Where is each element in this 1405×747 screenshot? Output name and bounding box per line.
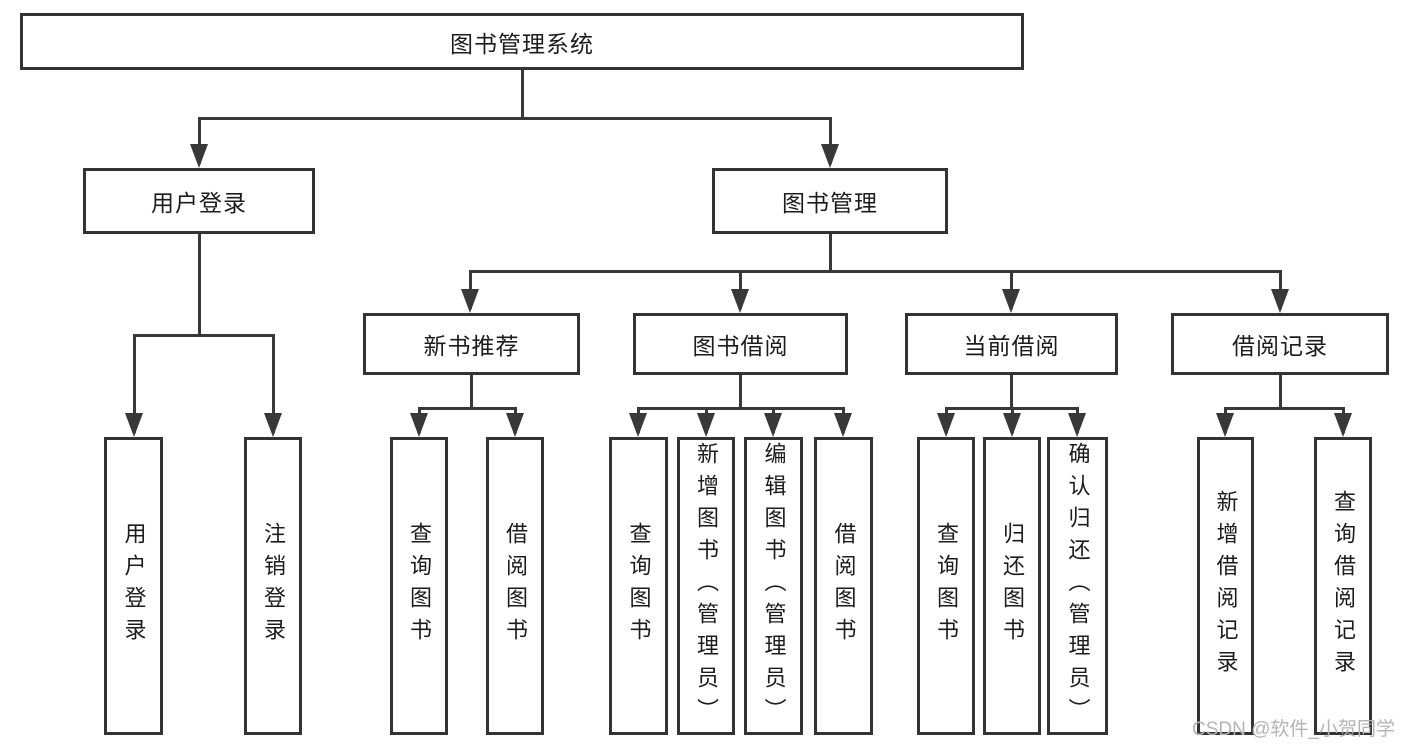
- arrowhead-icon: [697, 413, 715, 437]
- arrowhead-icon: [461, 289, 479, 313]
- connector-stem: [1278, 375, 1282, 408]
- connector-rail: [417, 406, 517, 410]
- arrowhead-icon: [821, 144, 839, 168]
- connector-stem: [469, 375, 473, 408]
- leaf-label: 查询借阅记录: [1331, 490, 1356, 682]
- node-borrowing-records: 借阅记录: [1171, 313, 1389, 375]
- leaf-label: 确认归还（管理员）: [1065, 442, 1091, 730]
- arrowhead-icon: [937, 413, 955, 437]
- leaf-label: 查询图书: [407, 522, 432, 650]
- node-label: 用户登录: [151, 190, 247, 216]
- leaf-query-books: 查询图书: [390, 437, 448, 735]
- connector-rail: [1223, 406, 1345, 410]
- connector-stem: [738, 375, 742, 408]
- connector-drop: [271, 335, 275, 433]
- arrowhead-icon: [1216, 413, 1234, 437]
- connector-stem: [828, 234, 832, 271]
- connector-drop: [132, 335, 136, 433]
- node-library-management-system: 图书管理系统: [20, 13, 1024, 70]
- node-book-borrowing: 图书借阅: [633, 313, 848, 375]
- connector-rail: [132, 333, 275, 337]
- node-label: 借阅记录: [1232, 333, 1328, 359]
- leaf-label: 借阅图书: [503, 522, 528, 650]
- node-label: 图书借阅: [692, 333, 789, 359]
- arrowhead-icon: [1068, 413, 1086, 437]
- node-label: 当前借阅: [963, 333, 1060, 359]
- connector-stem: [197, 234, 201, 335]
- leaf-label: 归还图书: [1000, 522, 1025, 650]
- arrowhead-icon: [731, 289, 749, 313]
- node-new-book-recommendation: 新书推荐: [363, 313, 580, 375]
- leaf-logout: 注销登录: [244, 437, 302, 735]
- leaf-return-books: 归还图书: [983, 437, 1041, 735]
- node-label: 新书推荐: [423, 333, 520, 359]
- node-label: 图书管理: [782, 190, 878, 216]
- node-label: 图书管理系统: [450, 30, 594, 57]
- arrowhead-icon: [190, 144, 208, 168]
- leaf-add-books-admin: 新增图书（管理员）: [677, 437, 735, 735]
- arrowhead-icon: [264, 413, 282, 437]
- arrowhead-icon: [1271, 289, 1289, 313]
- leaf-confirm-return-admin: 确认归还（管理员）: [1047, 437, 1108, 735]
- arrowhead-icon: [410, 413, 428, 437]
- leaf-add-borrow-record: 新增借阅记录: [1197, 437, 1254, 735]
- connector-stem: [1009, 375, 1013, 408]
- watermark-text: CSDN @软件_小贺同学: [1192, 719, 1395, 740]
- leaf-label: 新增图书（管理员）: [694, 442, 719, 730]
- arrowhead-icon: [1002, 289, 1020, 313]
- leaf-label: 查询图书: [626, 522, 652, 650]
- connector-drop: [197, 118, 201, 164]
- leaf-borrow-books: 借阅图书: [814, 437, 873, 735]
- node-current-borrowing: 当前借阅: [905, 313, 1118, 375]
- leaf-label: 查询图书: [934, 522, 959, 650]
- arrowhead-icon: [1003, 413, 1021, 437]
- node-book-management: 图书管理: [712, 168, 948, 234]
- connector-drop: [828, 118, 832, 164]
- leaf-label: 注销登录: [261, 522, 286, 650]
- leaf-label: 编辑图书（管理员）: [761, 442, 787, 730]
- arrowhead-icon: [506, 413, 524, 437]
- arrowhead-icon: [764, 413, 782, 437]
- arrowhead-icon: [629, 413, 647, 437]
- leaf-edit-books-admin: 编辑图书（管理员）: [744, 437, 803, 735]
- leaf-user-login: 用户登录: [104, 437, 163, 735]
- arrowhead-icon: [834, 413, 852, 437]
- leaf-label: 借阅图书: [831, 522, 857, 650]
- arrowhead-icon: [125, 413, 143, 437]
- connector-rail: [468, 269, 1282, 273]
- connector-rail: [197, 116, 832, 120]
- connector-rail: [636, 406, 845, 410]
- leaf-query-books: 查询图书: [609, 437, 668, 735]
- leaf-label: 新增借阅记录: [1213, 490, 1239, 682]
- connector-stem: [520, 70, 524, 118]
- leaf-label: 用户登录: [121, 522, 147, 650]
- node-user-login: 用户登录: [83, 168, 315, 234]
- leaf-borrow-books: 借阅图书: [486, 437, 544, 735]
- leaf-query-books: 查询图书: [917, 437, 975, 735]
- arrowhead-icon: [1334, 413, 1352, 437]
- leaf-query-borrow-record: 查询借阅记录: [1314, 437, 1372, 735]
